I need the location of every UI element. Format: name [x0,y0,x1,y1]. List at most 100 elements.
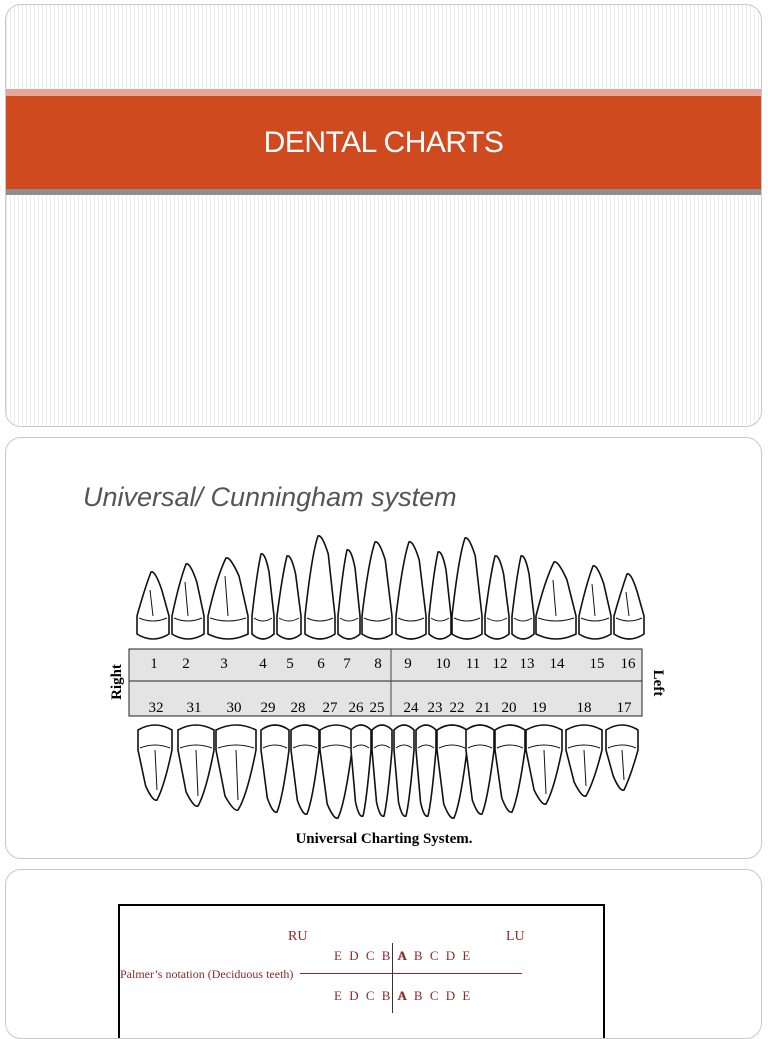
upper-tooth [428,551,452,640]
upper-tooth-number: 3 [220,656,228,672]
lower-tooth-number: 21 [476,700,491,716]
upper-tooth [511,555,535,640]
lower-tooth-root-split [583,749,587,787]
lower-tooth-number: 22 [450,700,465,716]
band-fill [6,96,761,189]
lower-tooth-neck [179,744,213,749]
lower-tooth-neck [417,744,435,749]
lower-tooth-neck [607,744,637,749]
lower-right-teeth: E D C B A [334,988,409,1003]
vertical-divider [392,943,393,1013]
upper-tooth-neck [397,617,425,622]
lower-tooth-neck [352,744,370,749]
upper-tooth-root-split [224,575,229,617]
notation-label: Palmer’s notation (Deciduous teeth) [120,967,294,981]
upper-tooth-number: 5 [286,656,294,672]
lower-tooth-neck [292,744,318,749]
upper-tooth [251,553,275,640]
upper-right-teeth: E D C B A [334,948,409,963]
lower-tooth-number: 25 [370,700,385,716]
upper-tooth-root-split [184,581,189,617]
chart-caption: Universal Charting System. [295,831,472,847]
upper-tooth [361,541,393,640]
lower-tooth [215,724,257,812]
lower-tooth-neck [467,744,493,749]
lower-tooth [436,724,468,820]
lower-tooth [525,724,563,806]
upper-tooth-number: 12 [493,656,508,672]
lower-tooth [137,724,173,802]
lower-tooth-root-split [621,749,625,781]
upper-tooth-number: 4 [259,656,267,672]
upper-tooth-neck [339,617,359,622]
slide-heading: Universal/ Cunningham system [83,482,457,512]
lower-tooth-root-split [235,749,239,801]
lower-tooth [350,724,372,818]
lower-tooth-number: 26 [349,700,365,716]
upper-tooth-neck [278,617,300,622]
horizontal-divider [300,973,522,974]
slide-title: DENTAL CHARTS [263,125,504,159]
lower-tooth [415,724,437,818]
quadrant-label-ru: RU [288,929,308,944]
lower-tooth [494,724,526,814]
upper-tooth [304,535,336,640]
title-band: DENTAL CHARTS [6,89,761,195]
lower-tooth-neck [262,744,288,749]
lower-tooth [290,724,320,816]
lower-tooth-number: 19 [532,700,547,716]
upper-tooth-number: 8 [374,656,382,672]
lower-tooth-neck [567,744,601,749]
lower-tooth [177,724,215,808]
upper-left-teeth: A B C D E [398,948,473,963]
upper-tooth-neck [486,617,508,622]
lower-tooth-number: 23 [428,700,443,716]
upper-tooth-root-split [591,583,596,617]
lower-tooth-root-split [154,749,158,791]
upper-tooth-neck [253,617,273,622]
upper-tooth [535,561,577,640]
upper-tooth-neck [138,617,168,622]
lower-tooth-number: 17 [617,700,633,716]
left-side-label: Left [650,670,666,697]
upper-tooth-neck [430,617,450,622]
upper-tooth-number: 14 [550,656,566,672]
upper-tooth-neck [537,617,575,622]
lower-tooth-number: 29 [261,700,276,716]
upper-tooth-neck [580,617,610,622]
lower-tooth [260,724,290,814]
upper-tooth-number: 16 [621,656,637,672]
title-slide: DENTAL CHARTS [5,4,762,427]
lower-tooth-neck [496,744,524,749]
upper-tooth-neck [363,617,391,622]
lower-tooth-number: 20 [502,700,517,716]
lower-left-teeth: A B C D E [398,988,473,1003]
lower-tooth-number: 32 [149,700,164,716]
band-shadow [6,189,761,195]
upper-tooth-number: 15 [590,656,605,672]
lower-tooth [393,724,415,818]
upper-tooth [613,573,645,640]
lower-tooth-neck [527,744,561,749]
upper-teeth [136,535,645,640]
lower-tooth-number: 18 [577,700,592,716]
lower-tooth-number: 24 [404,700,420,716]
upper-tooth [171,563,205,640]
upper-tooth-number: 11 [466,656,480,672]
lower-tooth-neck [321,744,351,749]
upper-tooth-number: 1 [150,656,158,672]
band-highlight [6,89,761,96]
upper-tooth-neck [615,617,643,622]
lower-tooth-root-split [543,749,547,795]
palmer-notation-chart: RU LU Palmer’s notation (Deciduous teeth… [118,904,605,1038]
lower-teeth [137,724,639,820]
upper-tooth-root-split [149,589,154,617]
upper-tooth [578,565,612,640]
upper-tooth-number: 9 [404,656,412,672]
lower-tooth-neck [139,744,171,749]
lower-tooth-root-split [195,749,199,797]
number-box [128,648,643,717]
lower-tooth-number: 27 [323,700,339,716]
